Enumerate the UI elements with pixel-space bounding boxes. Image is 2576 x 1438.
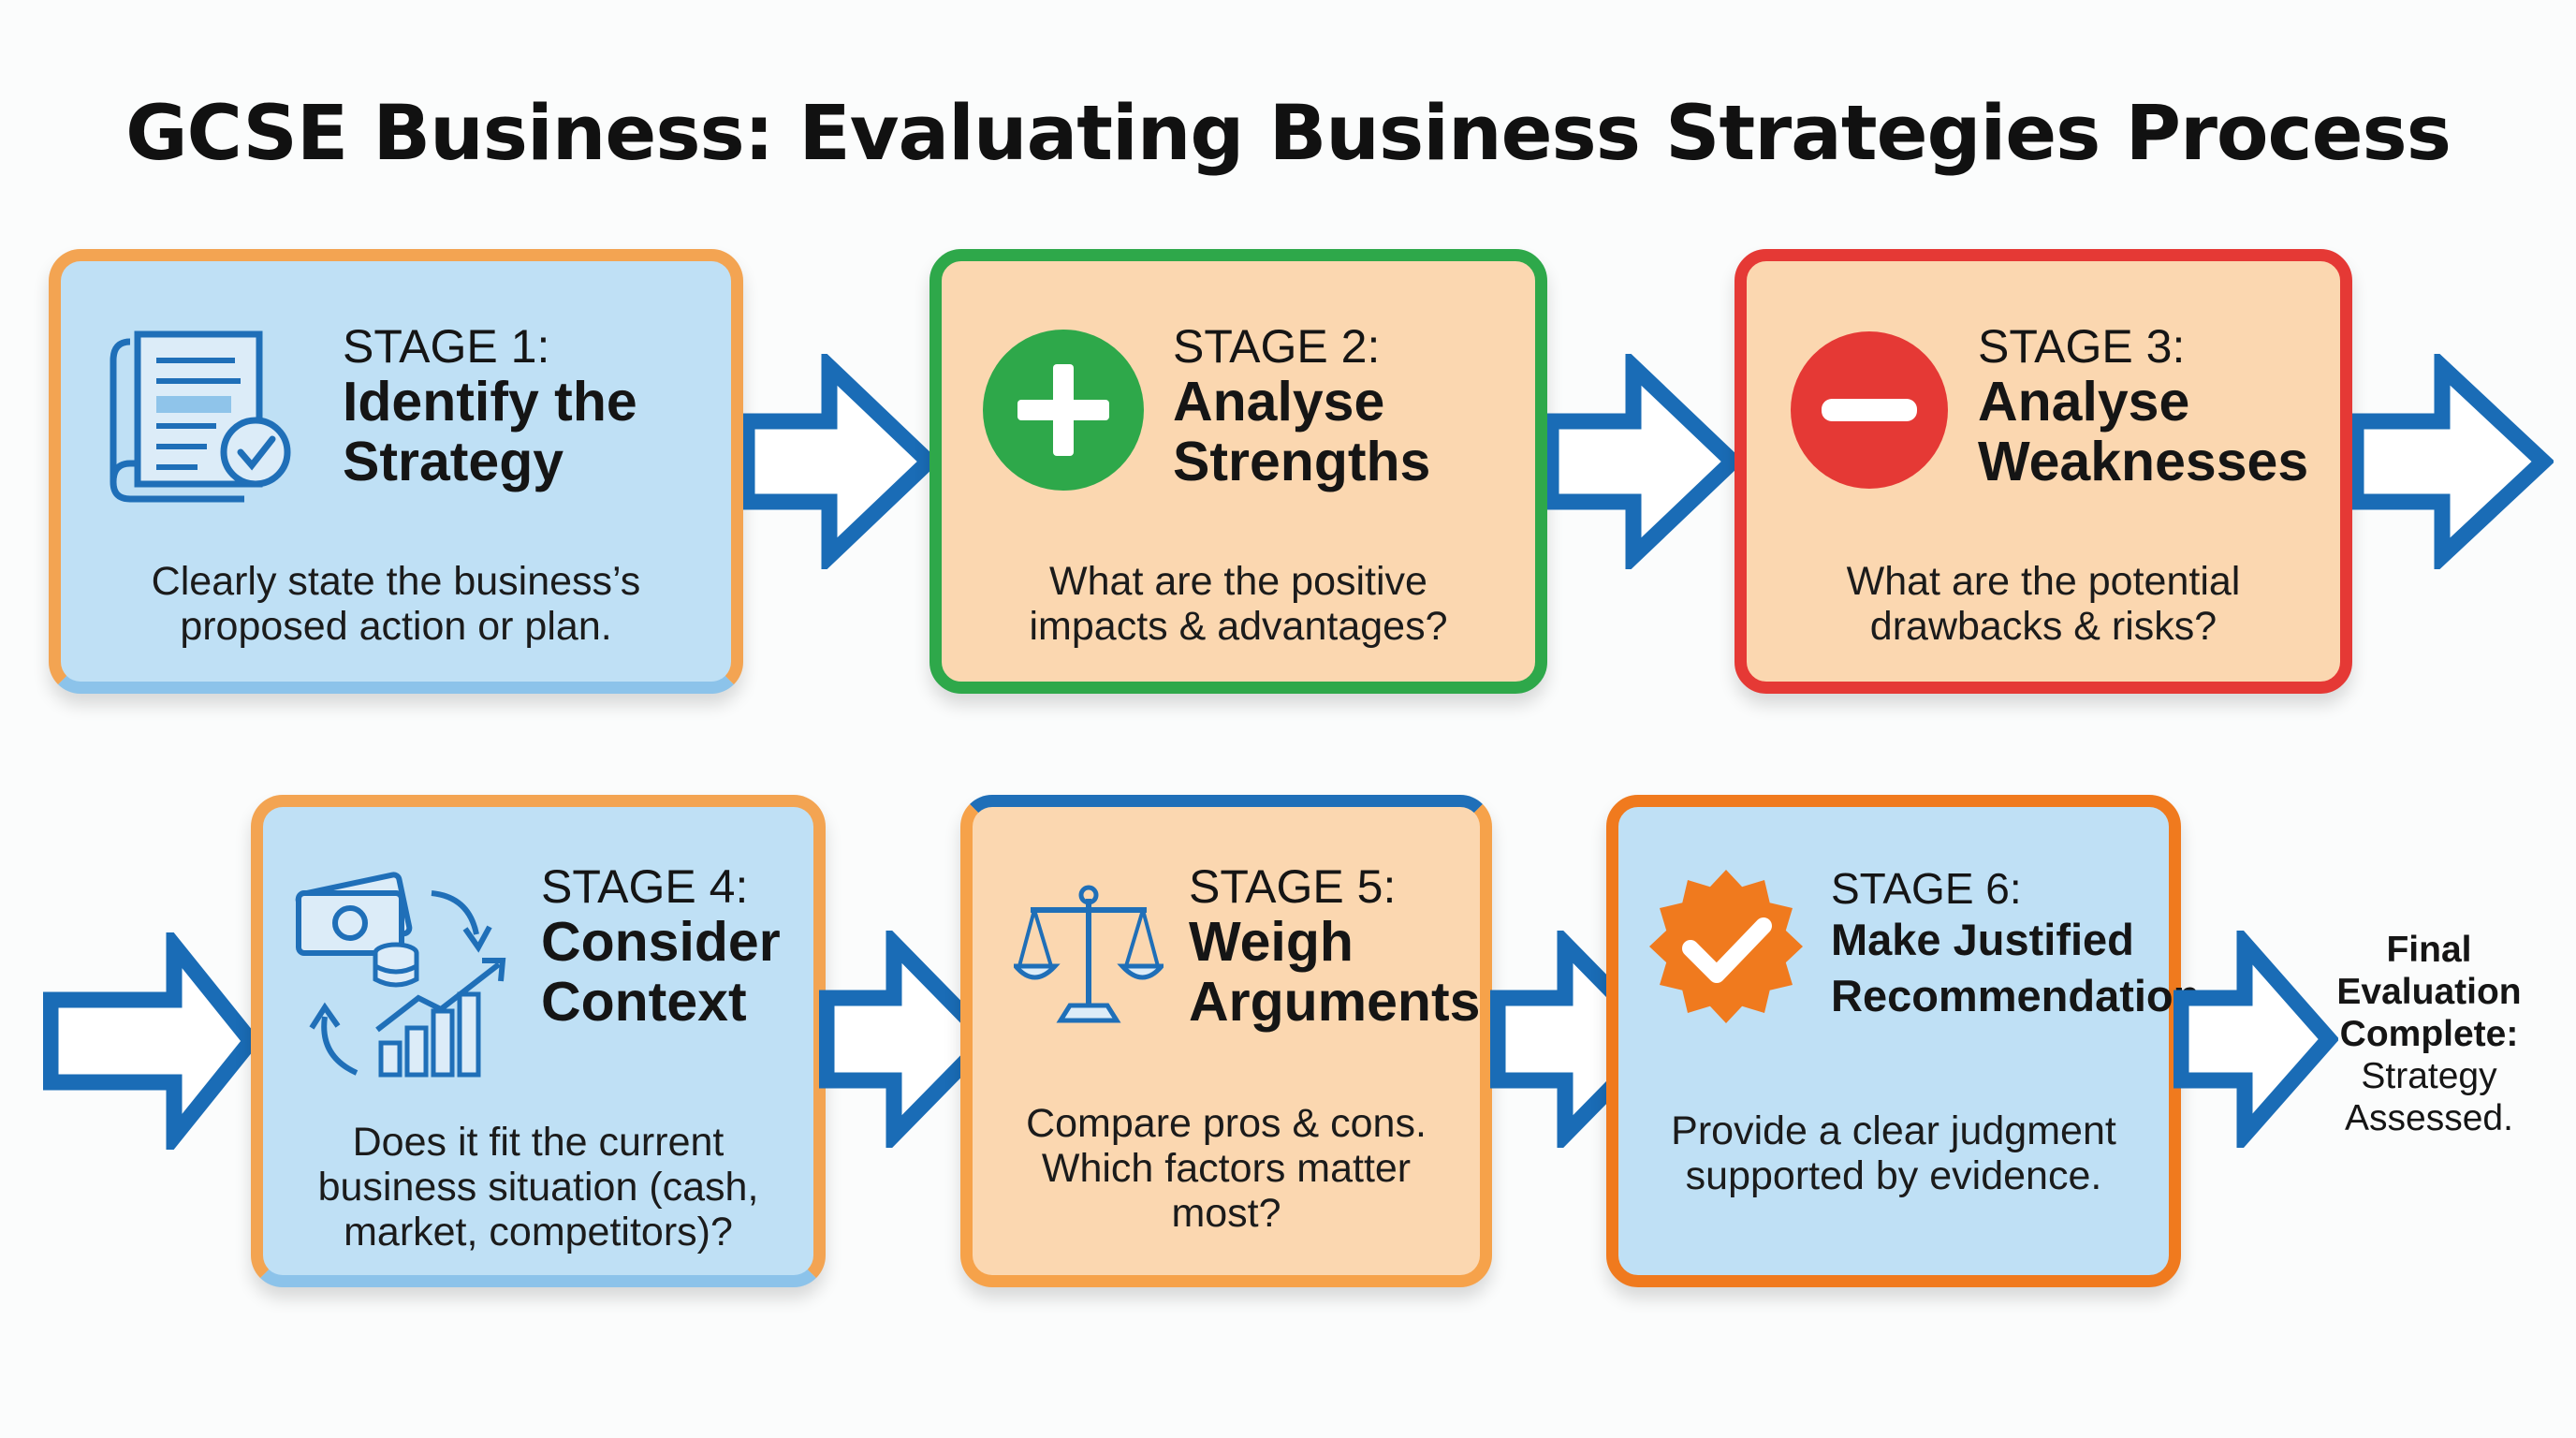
flow-arrow-7 xyxy=(2174,931,2338,1148)
flow-arrow-1 xyxy=(743,354,940,569)
money-growth-cycle-icon xyxy=(295,872,506,1078)
stage-1-label: STAGE 1: xyxy=(343,320,550,373)
document-check-icon xyxy=(110,330,291,503)
stage-6-label: STAGE 6: xyxy=(1831,864,2022,913)
stage-4-label: STAGE 4: xyxy=(541,860,749,913)
stage-3-label: STAGE 3: xyxy=(1978,320,2186,373)
flow-arrow-3 xyxy=(2352,354,2554,569)
badge-check-icon xyxy=(1649,870,1803,1023)
page-title: GCSE Business: Evaluating Business Strat… xyxy=(125,90,2452,178)
stage-2-label: STAGE 2: xyxy=(1173,320,1381,373)
stage-5-label: STAGE 5: xyxy=(1189,860,1397,913)
minus-circle-icon xyxy=(1791,331,1948,489)
final-evaluation-note: Final Evaluation Complete: Strategy Asse… xyxy=(2336,930,2522,1138)
flow-arrow-5 xyxy=(819,931,997,1148)
flow-arrow-2 xyxy=(1547,354,1744,569)
stage-5-description: Compare pros & cons.Which factors matter… xyxy=(1026,1101,1427,1236)
balance-scale-icon xyxy=(1014,885,1164,1023)
plus-circle-icon xyxy=(983,330,1144,491)
flow-arrow-4 xyxy=(43,932,258,1150)
